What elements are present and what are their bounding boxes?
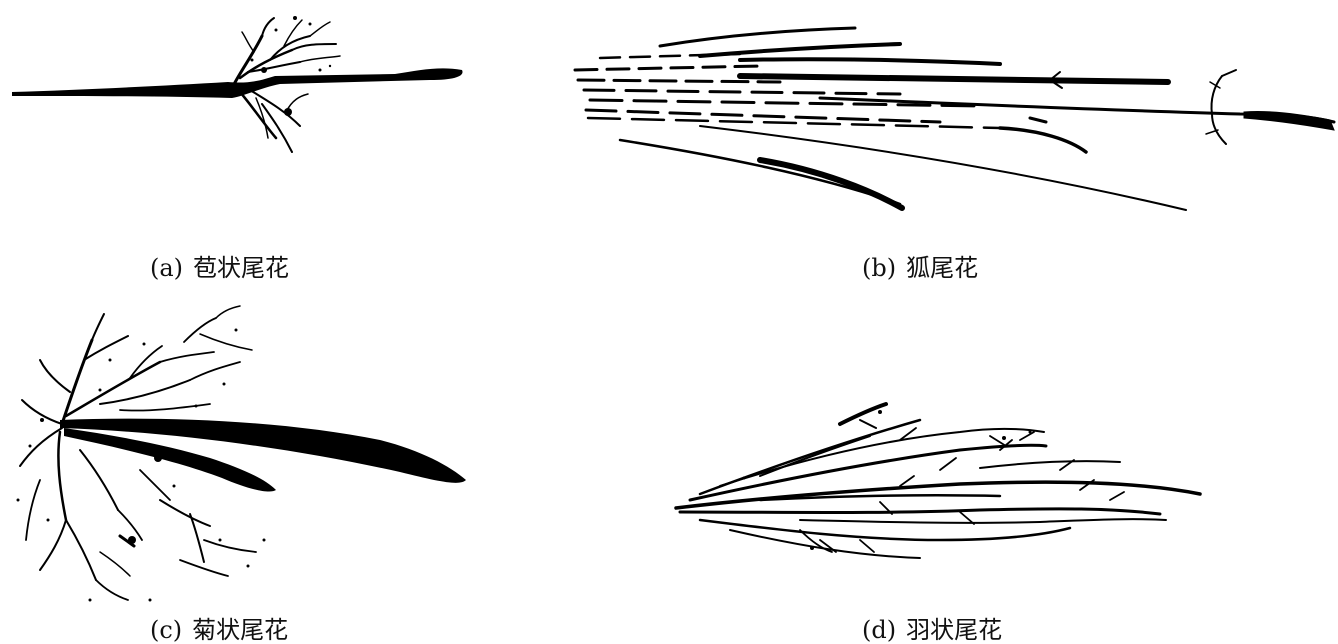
panel-c-drawing	[17, 306, 467, 602]
caption-panel-d: (d) 羽状尾花	[862, 618, 1002, 642]
caption-letter: (a)	[150, 254, 183, 282]
caption-name: 苞状尾花	[193, 254, 289, 282]
panel-a-drawing	[12, 16, 463, 152]
caption-letter: (b)	[862, 254, 896, 282]
caption-letter: (c)	[150, 616, 182, 644]
caption-letter: (d)	[862, 616, 896, 644]
panel-b-drawing	[575, 28, 1334, 210]
caption-panel-b: (b) 狐尾花	[862, 256, 978, 280]
caption-name: 羽状尾花	[906, 616, 1002, 644]
panel-d-drawing	[676, 404, 1200, 558]
caption-panel-a: (a) 苞状尾花	[150, 256, 289, 280]
caption-panel-c: (c) 菊状尾花	[150, 618, 288, 642]
caption-name: 菊状尾花	[192, 616, 288, 644]
caption-name: 狐尾花	[906, 254, 978, 282]
